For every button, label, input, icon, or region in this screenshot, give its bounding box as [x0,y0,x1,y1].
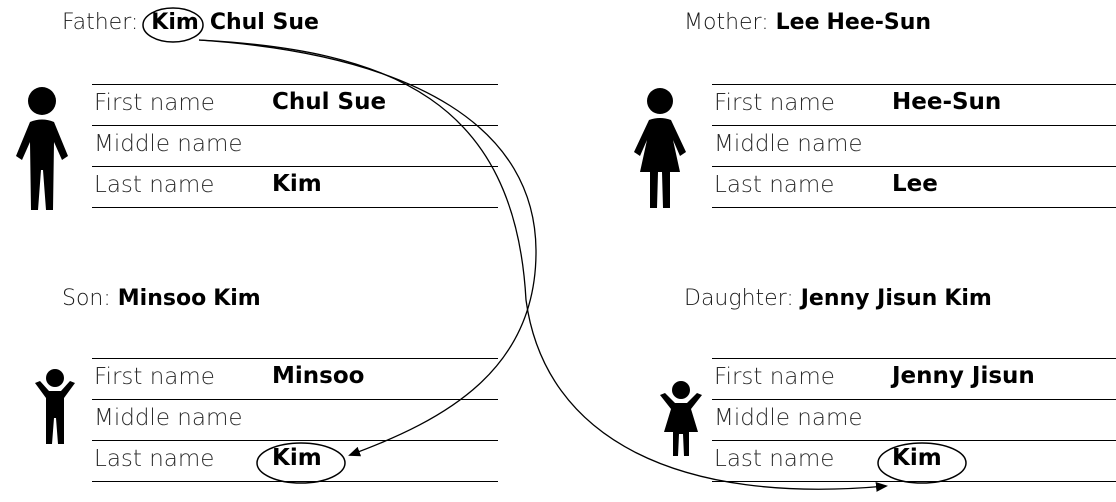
son-name-table: First name Minsoo Middle name Last name Ki… [92,358,498,482]
daughter-given-name: Jenny Jisun [800,286,938,311]
middle-name-label: Middle name [94,405,243,431]
middle-name-label: Middle name [94,131,243,157]
middle-name-label: Middle name [714,131,863,157]
father-family-name: Kim [151,10,199,35]
mother-given-name: Hee-Sun [826,10,932,35]
last-name-value: Kim [272,445,322,471]
first-name-label: First name [714,90,835,116]
last-name-label: Last name [714,446,835,472]
middle-name-row: Middle name [92,399,498,440]
first-name-label: First name [714,364,835,390]
father-name-table: First name Chul Sue Middle name Last name… [92,84,498,208]
first-name-row: First name Jenny Jisun [712,358,1116,399]
father-heading: Father: Kim Chul Sue [62,10,319,35]
first-name-value: Minsoo [272,363,365,389]
son-prefix: Son: [62,286,111,311]
father-prefix: Father: [62,10,139,35]
last-name-value: Kim [892,445,942,471]
daughter-prefix: Daughter: [684,286,794,311]
last-name-label: Last name [94,172,215,198]
boy-icon [35,369,75,444]
last-name-label: Last name [94,446,215,472]
middle-name-label: Middle name [714,405,863,431]
first-name-row: First name Minsoo [92,358,498,399]
last-name-row: Last name Lee [712,166,1116,208]
first-name-value: Hee-Sun [892,89,1002,115]
daughter-family-name: Kim [944,286,992,311]
daughter-name-table: First name Jenny Jisun Middle name Last n… [712,358,1116,482]
first-name-label: First name [94,364,215,390]
last-name-row: Last name Kim [92,166,498,208]
first-name-label: First name [94,90,215,116]
last-name-row: Last name Kim [92,440,498,482]
last-name-value: Lee [892,171,938,197]
mother-family-name: Lee [775,10,820,35]
girl-icon [660,381,702,456]
middle-name-row: Middle name [712,399,1116,440]
first-name-value: Chul Sue [272,89,387,115]
son-heading: Son: Minsoo Kim [62,286,261,311]
first-name-value: Jenny Jisun [892,363,1035,389]
mother-prefix: Mother: [684,10,769,35]
mother-heading: Mother: Lee Hee-Sun [684,10,931,35]
son-family-name: Kim [213,286,261,311]
woman-icon [634,88,686,208]
middle-name-row: Middle name [92,125,498,166]
last-name-label: Last name [714,172,835,198]
last-name-value: Kim [272,171,322,197]
father-given-name: Chul Sue [209,10,319,35]
son-given-name: Minsoo [117,286,207,311]
last-name-row: Last name Kim [712,440,1116,482]
first-name-row: First name Hee-Sun [712,84,1116,125]
man-icon [16,87,68,210]
daughter-heading: Daughter: Jenny Jisun Kim [684,286,992,311]
first-name-row: First name Chul Sue [92,84,498,125]
middle-name-row: Middle name [712,125,1116,166]
